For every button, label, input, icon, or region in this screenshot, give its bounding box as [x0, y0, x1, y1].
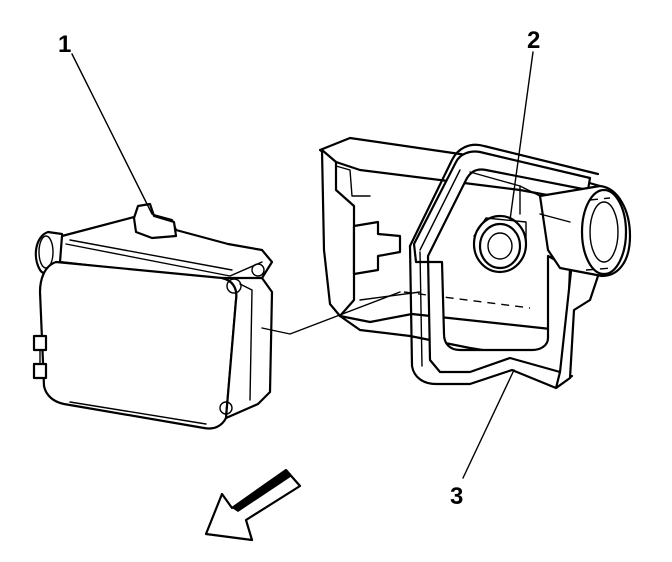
housing-part	[318, 136, 632, 390]
callout-2: 2	[527, 27, 540, 54]
arrow-down-left-icon	[204, 468, 302, 542]
alignment-line	[261, 291, 531, 335]
callout-1: 1	[58, 31, 71, 58]
callout-3: 3	[450, 483, 463, 510]
leader-line-3	[462, 369, 515, 479]
module-part	[32, 202, 274, 430]
leader-line-2	[509, 51, 534, 221]
leader-line-1	[71, 53, 153, 215]
leader-lines	[71, 51, 534, 479]
